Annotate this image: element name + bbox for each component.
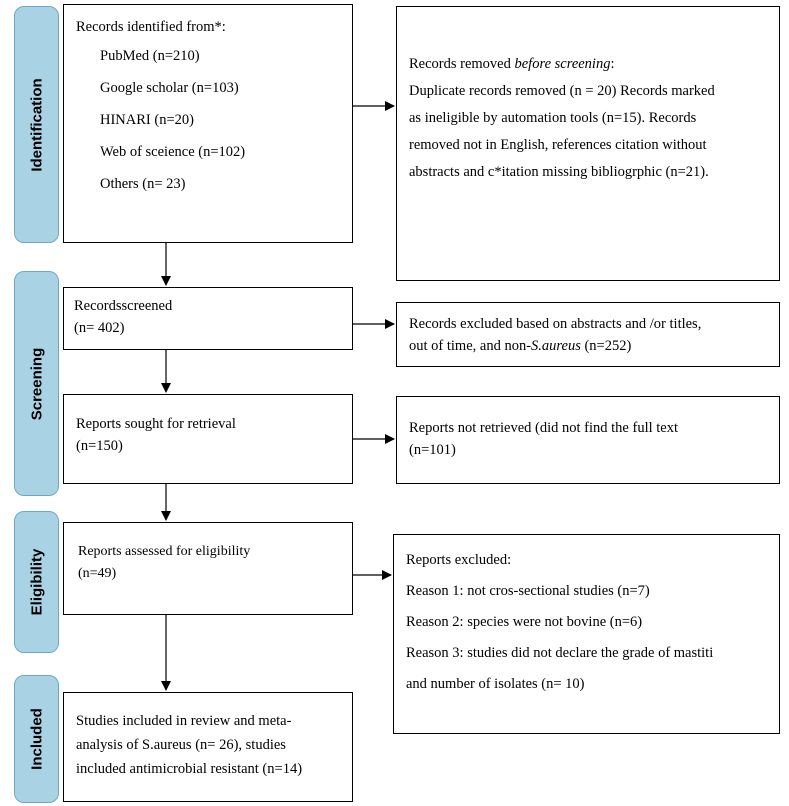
source-item: Google scholar (n=103) — [100, 80, 239, 96]
records-removed-line: Duplicate records removed (n = 20) Recor… — [409, 83, 715, 99]
records-screened-label: Recordsscreened — [74, 298, 173, 314]
source-item: Web of sceience (n=102) — [100, 144, 246, 160]
phase-eligibility: Eligibility — [14, 511, 59, 653]
source-item: HINARI (n=20) — [100, 112, 194, 128]
reports-sought-count: (n=150) — [76, 438, 123, 454]
studies-included-box: Studies included in review and meta- ana… — [63, 692, 353, 802]
records-excluded-line: Records excluded based on abstracts and … — [409, 316, 702, 332]
reports-not-retrieved-count: (n=101) — [409, 442, 456, 458]
phase-included: Included — [14, 675, 59, 803]
reports-sought-label: Reports sought for retrieval — [76, 416, 236, 432]
records-removed-line: removed not in English, references citat… — [409, 137, 707, 153]
records-excluded-italic: S.aureus — [531, 338, 581, 354]
records-removed-box: Records removed before screening: Duplic… — [396, 6, 780, 281]
records-excluded-suffix: (n=252) — [580, 338, 632, 354]
records-excluded-prefix: out of time, and non- — [409, 338, 532, 354]
studies-included-line: analysis of S.aureus (n= 26), studies — [76, 737, 286, 753]
reports-excluded-heading: Reports excluded: — [406, 552, 512, 568]
records-screened-count: (n= 402) — [74, 320, 125, 336]
records-removed-heading-prefix: Records removed — [409, 56, 515, 72]
reports-not-retrieved-line: Reports not retrieved (did not find the … — [409, 420, 678, 436]
exclusion-reason: Reason 2: species were not bovine (n=6) — [406, 614, 643, 630]
records-removed-heading: Records removed before screening: — [409, 51, 779, 78]
reports-not-retrieved-box: Reports not retrieved (did not find the … — [396, 396, 780, 484]
records-identified-box: Records identified from*: PubMed (n=210)… — [63, 4, 353, 243]
phase-screening: Screening — [14, 271, 59, 496]
phase-identification: Identification — [14, 6, 59, 243]
records-screened-box: Recordsscreened (n= 402) — [63, 287, 353, 350]
exclusion-reason: Reason 3: studies did not declare the gr… — [406, 645, 714, 661]
source-item: PubMed (n=210) — [100, 48, 200, 64]
reports-assessed-label: Reports assessed for eligibility — [78, 544, 251, 559]
exclusion-reason: and number of isolates (n= 10) — [406, 676, 585, 692]
records-excluded-box: Records excluded based on abstracts and … — [396, 302, 780, 367]
records-identified-heading: Records identified from*: — [76, 19, 226, 35]
studies-included-line: included antimicrobial resistant (n=14) — [76, 761, 303, 777]
records-removed-heading-suffix: : — [610, 56, 615, 72]
records-removed-line: as ineligible by automation tools (n=15)… — [409, 110, 697, 126]
records-removed-heading-italic: before screening — [514, 56, 611, 72]
reports-assessed-box: Reports assessed for eligibility (n=49) — [63, 522, 353, 615]
source-item: Others (n= 23) — [100, 176, 186, 192]
exclusion-reason: Reason 1: not cros-sectional studies (n=… — [406, 583, 650, 599]
records-excluded-line: out of time, and non-S.aureus (n=252) — [409, 335, 779, 357]
reports-excluded-box: Reports excluded: Reason 1: not cros-sec… — [393, 534, 780, 734]
records-removed-line: abstracts and c*itation missing bibliogr… — [409, 164, 709, 180]
studies-included-line: Studies included in review and meta- — [76, 713, 292, 729]
reports-sought-box: Reports sought for retrieval (n=150) — [63, 394, 353, 484]
reports-assessed-count: (n=49) — [78, 566, 117, 581]
